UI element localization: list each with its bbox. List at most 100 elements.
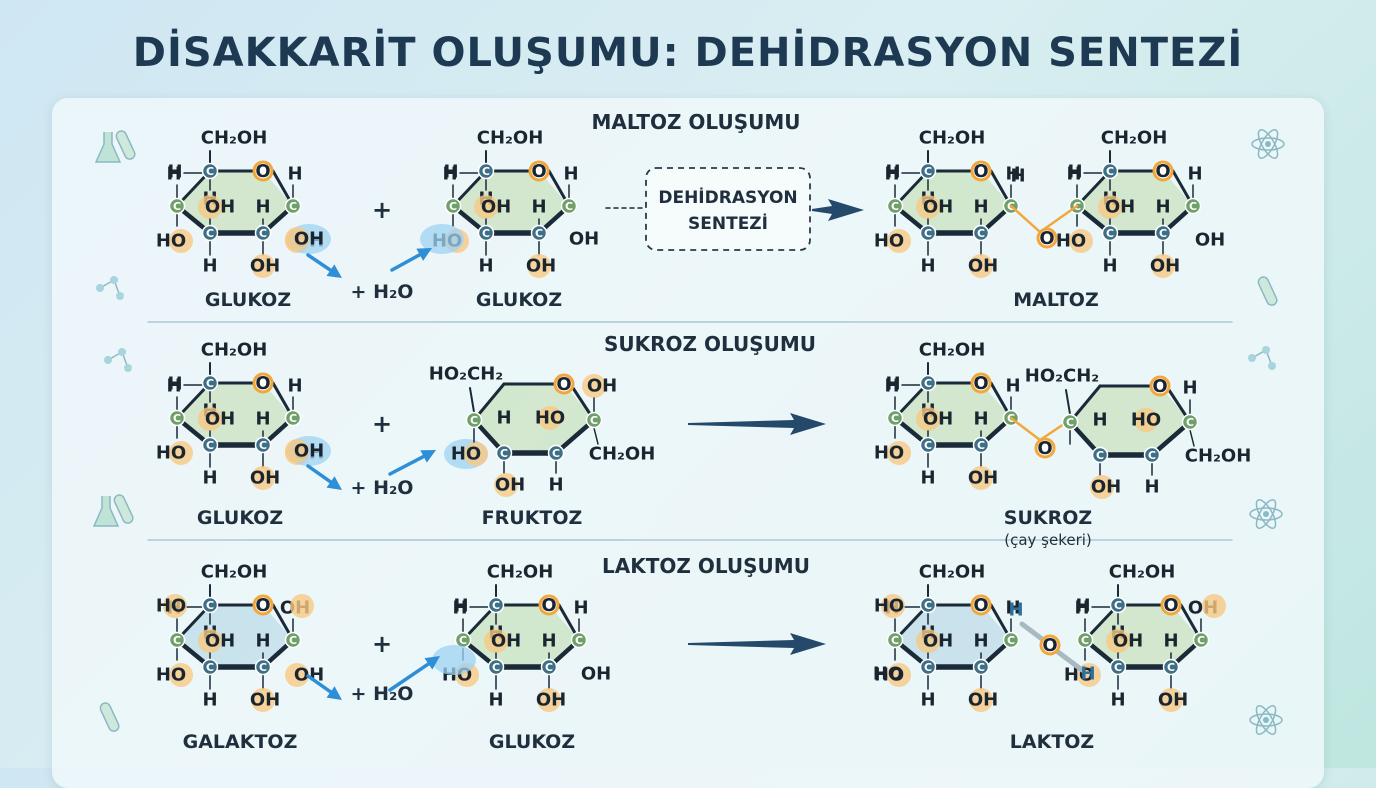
hydroxyl-label: OH: [495, 475, 525, 496]
carbon-atom: [919, 658, 937, 676]
hydrogen-label: H: [885, 374, 900, 395]
hydroxyl-highlight: [881, 594, 905, 618]
hydroxyl-highlight: [582, 374, 606, 398]
carbon-atom: [1101, 162, 1119, 180]
molecule-icon: [1262, 346, 1270, 354]
carbon-atom: [547, 444, 565, 462]
carbon-atom-label: C: [289, 412, 297, 425]
ring-oxygen-label: O: [1163, 595, 1178, 616]
ring-oxygen-label: O: [255, 161, 270, 182]
hydrogen-label: H: [531, 197, 546, 218]
carbon-atom-label: C: [977, 661, 985, 674]
ring-bond: [553, 417, 597, 456]
hydroxyl-label: HO: [1131, 410, 1161, 431]
ch2oh-label: CH₂OH: [1109, 562, 1176, 583]
carbon-atom: [477, 224, 495, 242]
carbon-atom-label: C: [1189, 200, 1197, 213]
hydrogen-label: H: [884, 164, 899, 185]
reactant-label-glukoz: GLUKOZ: [205, 289, 291, 311]
hydrogen-label: H: [202, 468, 217, 489]
hydrogen-label: H: [1005, 376, 1020, 397]
ho2ch2-bond: [1065, 389, 1071, 415]
hydroxyl-label: OH: [1195, 230, 1225, 251]
carbon-atom-label: C: [449, 200, 457, 213]
hydrogen-label: H: [202, 256, 217, 277]
carbon-atom: [254, 658, 272, 676]
hydrogen-label: H: [1075, 596, 1090, 617]
hydroxyl-label: HO: [156, 443, 186, 464]
atom-icon-nucleus: [1263, 717, 1269, 723]
hydroxyl-label: OH: [481, 197, 511, 218]
ring-oxygen-label: O: [973, 161, 988, 182]
hydroxyl-highlight: [537, 688, 561, 712]
hydroxyl-label: OH: [250, 468, 280, 489]
hydrogen-label: H: [255, 409, 270, 430]
carbon-atom-label: C: [891, 634, 899, 647]
hydrogen-label: H: [452, 598, 467, 619]
carbon-atom-label: C: [924, 227, 932, 240]
test-tube-icon: [113, 494, 134, 524]
test-tube-icon: [1257, 276, 1278, 306]
hydrogen-label: H: [167, 374, 182, 395]
carbon-atom-label: C: [259, 227, 267, 240]
carbon-atom-label: C: [259, 439, 267, 452]
hydroxyl-label: OH: [923, 409, 953, 430]
carbon-atom-label: C: [977, 439, 985, 452]
hydrogen-label: H: [563, 164, 578, 185]
carbon-atom-label: C: [492, 599, 500, 612]
hydroxyl-highlight: [1098, 195, 1122, 219]
carbon-atom-label: C: [924, 599, 932, 612]
carbon-atom: [570, 631, 588, 649]
carbon-atom-label: C: [459, 634, 467, 647]
ch2oh-label: CH₂OH: [919, 128, 986, 149]
hydroxyl-highlight: [198, 629, 222, 653]
carbon-atom: [284, 409, 302, 427]
hydroxyl-label: H: [1005, 598, 1020, 619]
molecule-icon: [116, 292, 124, 300]
carbon-atom-label: C: [1148, 449, 1156, 462]
ring-oxygen-label: O: [255, 595, 270, 616]
ch2oh-label: CH₂OH: [477, 128, 544, 149]
hydrogen-label: H: [1010, 166, 1025, 187]
hydroxyl-highlight: [527, 254, 551, 278]
carbon-atom: [495, 444, 513, 462]
hydroxyl-highlight: [538, 406, 562, 430]
test-tube-icon: [99, 702, 120, 732]
molecule-icon: [110, 276, 118, 284]
ring-oxygen-label: O: [1155, 161, 1170, 182]
atom-icon-orbit: [1257, 129, 1279, 159]
sugar-ring-fill: [474, 384, 594, 453]
hydrogen-label: H: [1066, 164, 1081, 185]
carbon-atom: [284, 631, 302, 649]
ring-oxygen-atom: [252, 372, 274, 394]
hydroxyl-label: HO: [156, 596, 186, 617]
atom-icon-nucleus: [1265, 141, 1271, 147]
molecule-icon: [1268, 362, 1276, 370]
carbon-atom-label: C: [1186, 416, 1194, 429]
ring-oxygen-atom: [553, 373, 575, 395]
hydroxyl-highlight: [285, 439, 309, 463]
carbon-atom: [972, 436, 990, 454]
hydrogen-label: H: [1102, 256, 1117, 277]
carbon-atom: [1143, 446, 1161, 464]
hydroxyl-label: OH: [1158, 690, 1188, 711]
hydroxyl-label: HO: [874, 443, 904, 464]
hydroxyl-label: OH: [491, 631, 521, 652]
section-title-maltoz: MALTOZ OLUŞUMU: [592, 110, 801, 134]
hydroxyl-highlight: [1134, 408, 1158, 432]
carbon-atom: [201, 596, 219, 614]
carbon-atom-label: C: [1197, 634, 1205, 647]
hydroxyl-highlight: [969, 466, 993, 490]
hydroxyl-highlight: [163, 594, 187, 618]
hydrogen-label: H: [973, 197, 988, 218]
carbon-atom: [1091, 446, 1109, 464]
carbon-atom-label: C: [470, 414, 478, 427]
carbon-atom-label: C: [206, 599, 214, 612]
water-label: + H₂O: [351, 683, 414, 705]
ring-oxygen-atom: [1152, 160, 1174, 182]
hydroxyl-highlight: [251, 688, 275, 712]
carbon-atom: [201, 436, 219, 454]
hydroxyl-highlight: [1151, 254, 1175, 278]
atom-icon-orbit: [1255, 499, 1277, 529]
ch2oh-label: CH₂OH: [589, 444, 656, 465]
